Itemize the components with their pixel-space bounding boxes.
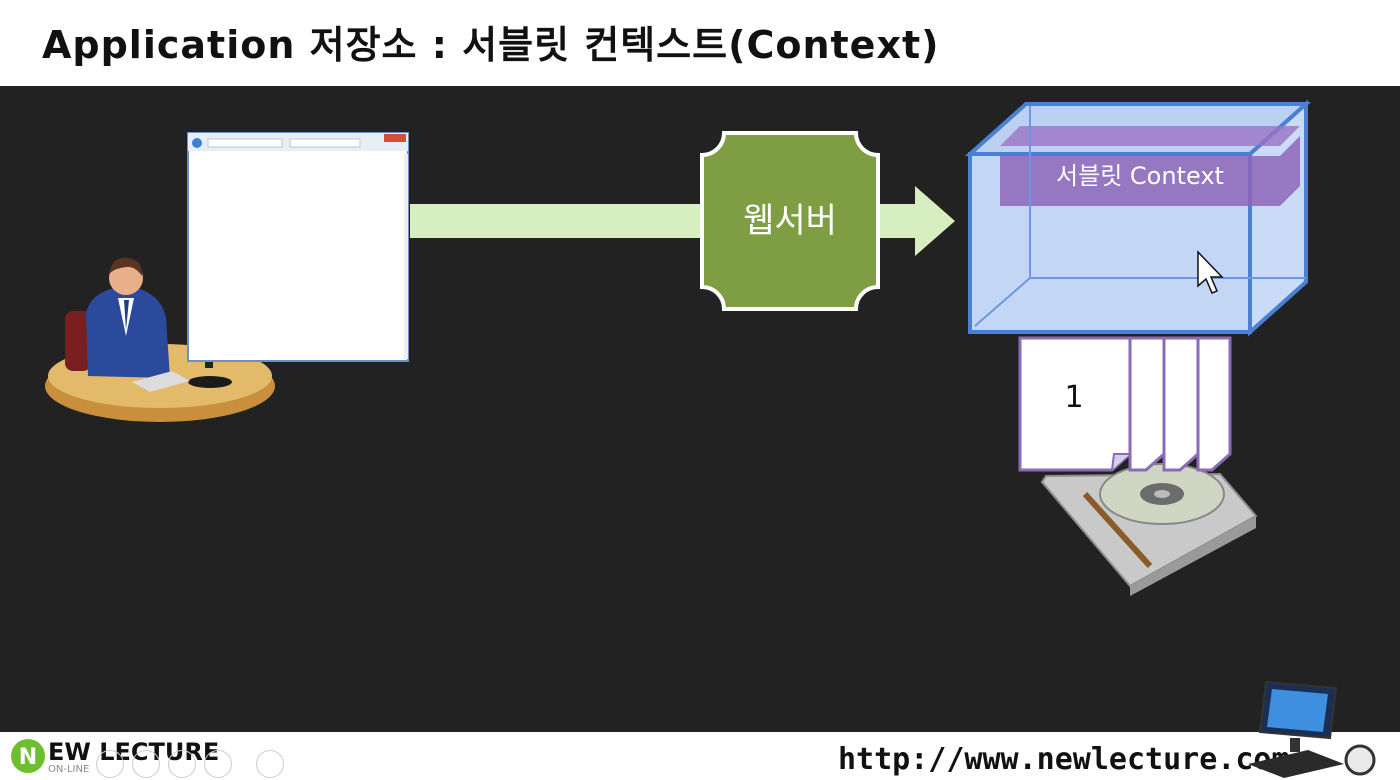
prev-slide-button[interactable] — [96, 750, 124, 778]
browser-back-icon — [192, 138, 202, 148]
logo-letter: N — [19, 745, 37, 770]
slide-stage: 웹서버 1 서블릿 Cont — [0, 86, 1400, 732]
slide-menu-button[interactable] — [132, 750, 160, 778]
hard-disk-icon — [1040, 463, 1258, 596]
mouse-cursor-icon — [1197, 250, 1224, 294]
browser-window — [187, 132, 409, 362]
zoom-button[interactable] — [204, 750, 232, 778]
computer-headset-icon — [1248, 680, 1376, 778]
pen-tool-button[interactable] — [168, 750, 196, 778]
document-stack: 1 — [1018, 336, 1232, 472]
slide-title: Application 저장소 : 서블릿 컨텍스트(Context) — [42, 23, 940, 67]
document-page-number: 1 — [1064, 380, 1083, 415]
logo-subtext: ON-LINE — [48, 764, 90, 775]
browser-address-bar — [207, 138, 283, 148]
newlecture-logo-icon: N — [11, 739, 45, 773]
webserver-node: 웹서버 — [700, 131, 880, 311]
servlet-context-box: 서블릿 Context — [964, 99, 1312, 337]
footer-url: http://www.newlecture.com — [838, 742, 1290, 777]
slide-footer: N EW LECTURE ON-LINE http://www.newlectu… — [0, 680, 1400, 780]
slide-header: Application 저장소 : 서블릿 컨텍스트(Context) — [0, 0, 1400, 86]
webserver-label: 웹서버 — [743, 201, 837, 241]
more-options-button[interactable] — [256, 750, 284, 778]
servlet-context-label: 서블릿 Context — [1056, 162, 1224, 190]
diagram-canvas: 웹서버 1 서블릿 Cont — [45, 99, 1312, 596]
